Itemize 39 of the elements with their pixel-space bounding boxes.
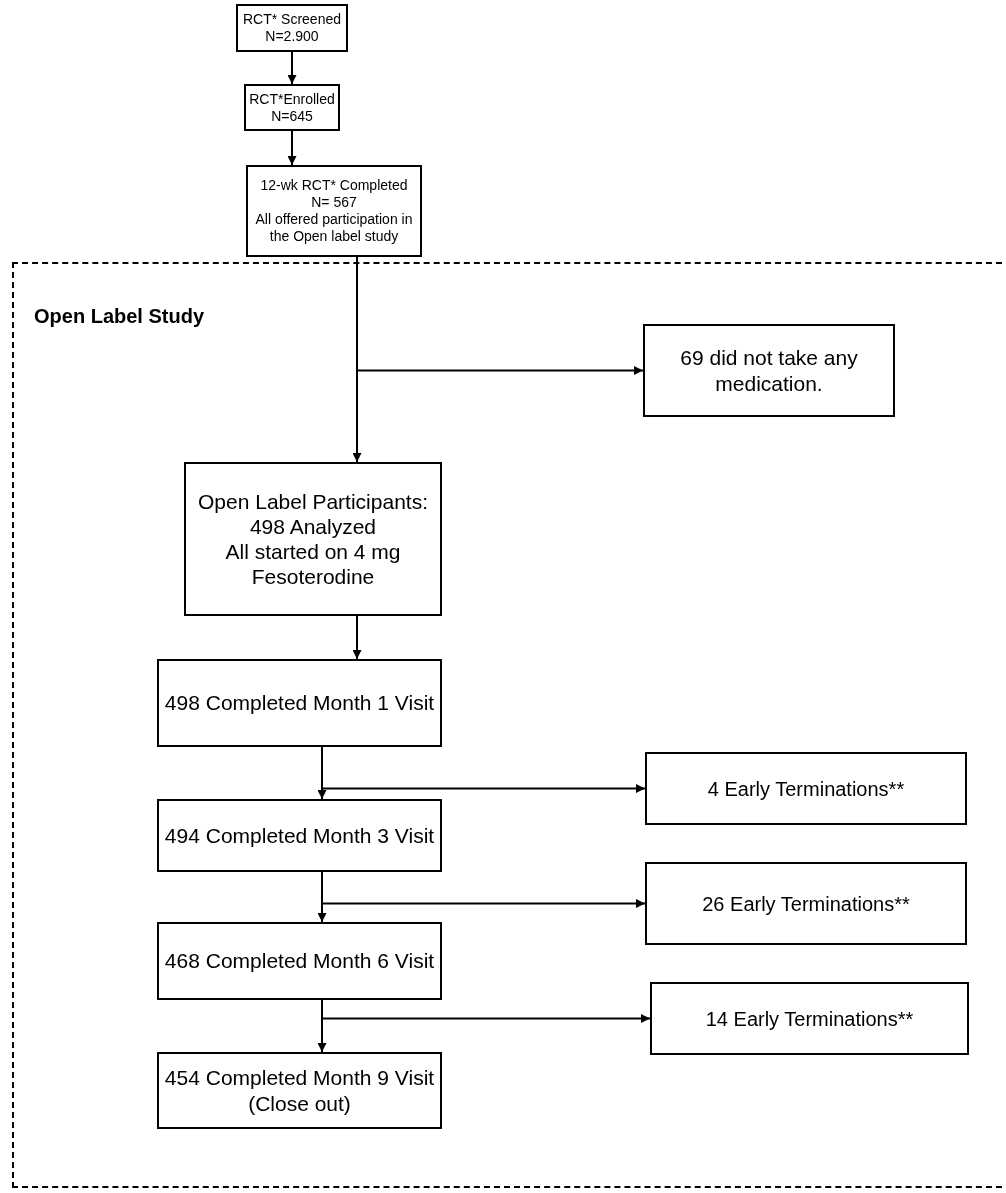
group-heading: Open Label Study [34, 304, 205, 328]
box-text: 468 Completed Month 6 Visit [164, 948, 435, 974]
box-text: 14 Early Terminations** [705, 1006, 914, 1031]
arrow [317, 746, 327, 800]
process-box [157, 659, 442, 747]
process-box [650, 982, 969, 1055]
arrow [352, 615, 362, 660]
box-text: 69 did not take any medication. [679, 345, 859, 396]
process-box [643, 324, 895, 417]
box-text: 494 Completed Month 3 Visit [164, 822, 435, 849]
box-text: 498 Completed Month 1 Visit [164, 690, 435, 716]
arrow [287, 51, 297, 85]
arrow [352, 256, 362, 463]
box-text: 4 Early Terminations** [707, 776, 905, 801]
process-box [645, 752, 967, 825]
process-box [236, 4, 348, 52]
box-text: N=2.900 [265, 28, 319, 45]
process-box [645, 862, 967, 945]
box-text: Open Label Participants: [198, 488, 428, 514]
box-text: All started on 4 mg Fesoterodine [224, 539, 402, 590]
arrow [287, 130, 297, 166]
box-text: RCT* Screened [242, 11, 341, 28]
box-text: All offered participation in the Open label study [254, 211, 414, 245]
process-box [244, 84, 340, 131]
box-text: N=645 [271, 107, 313, 125]
box-text: 498 Analyzed [249, 513, 377, 539]
box-text: (Close out) [248, 1090, 351, 1116]
process-box [157, 1052, 442, 1129]
process-box [246, 165, 422, 257]
box-text: 12-wk RCT* Completed [260, 177, 408, 195]
box-text: N= 567 [311, 194, 357, 211]
box-text: RCT*Enrolled [249, 90, 335, 108]
process-box [184, 462, 442, 616]
process-box [157, 799, 442, 872]
arrow [317, 871, 327, 923]
process-box [157, 922, 442, 1000]
box-text: 26 Early Terminations** [702, 891, 910, 916]
box-text: 454 Completed Month 9 Visit [164, 1065, 435, 1091]
arrow [317, 999, 327, 1053]
